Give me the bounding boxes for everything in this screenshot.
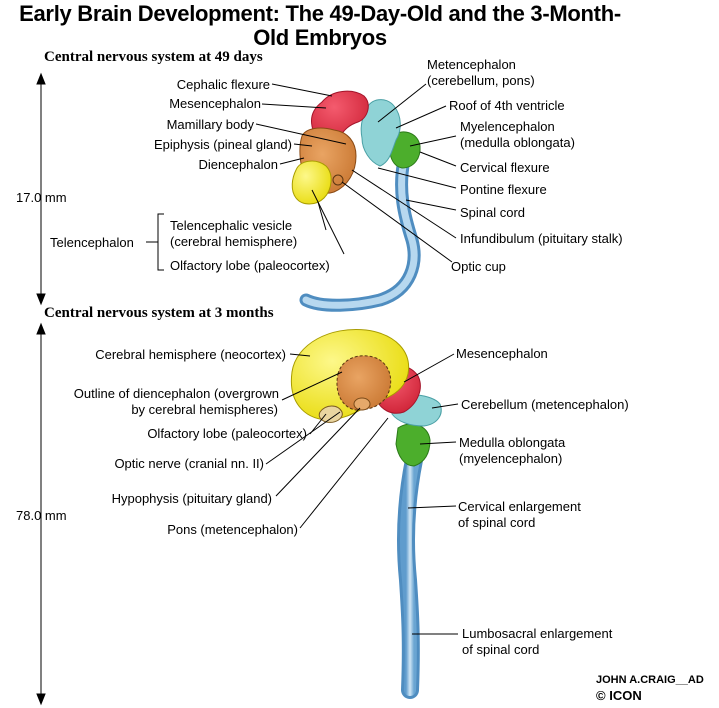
embryo-3-months bbox=[290, 328, 442, 699]
label-roof-4th-ventricle: Roof of 4th ventricle bbox=[449, 98, 565, 113]
artist-signature: JOHN A.CRAIG__AD bbox=[596, 674, 704, 686]
label-mesencephalon-3m: Mesencephalon bbox=[456, 346, 548, 361]
label-outline-diencephalon-2: by cerebral hemispheres) bbox=[131, 402, 278, 417]
label-infundibulum: Infundibulum (pituitary stalk) bbox=[460, 231, 623, 246]
label-cervical-enlargement-2: of spinal cord bbox=[458, 515, 536, 530]
label-metencephalon-2: (cerebellum, pons) bbox=[427, 73, 535, 88]
figure-title: Early Brain Development: The 49-Day-Old … bbox=[0, 2, 640, 50]
title-line-1: Early Brain Development: The 49-Day-Old … bbox=[19, 1, 621, 26]
label-hypophysis: Hypophysis (pituitary gland) bbox=[111, 491, 272, 506]
label-lumbosacral-2: of spinal cord bbox=[462, 642, 540, 657]
label-spinal-cord: Spinal cord bbox=[460, 205, 526, 220]
label-medulla-1: Medulla oblongata bbox=[459, 435, 566, 450]
section-title-49-days: Central nervous system at 49 days bbox=[44, 49, 263, 65]
label-cephalic-flexure: Cephalic flexure bbox=[176, 77, 270, 92]
label-telencephalic-vesicle-1: Telencephalic vesicle bbox=[170, 218, 293, 233]
title-line-2: Old Embryos bbox=[253, 25, 387, 50]
label-mamillary-body: Mamillary body bbox=[166, 117, 254, 132]
section-title-3-months: Central nervous system at 3 months bbox=[44, 305, 274, 321]
label-pontine-flexure: Pontine flexure bbox=[460, 182, 547, 197]
embryo-49-days bbox=[291, 90, 421, 312]
label-myelencephalon-2: (medulla oblongata) bbox=[460, 135, 575, 150]
label-optic-nerve: Optic nerve (cranial nn. II) bbox=[114, 456, 264, 471]
scale-label-3-months: 78.0 mm bbox=[16, 508, 67, 523]
label-olfactory-lobe-49: Olfactory lobe (paleocortex) bbox=[170, 258, 330, 273]
scale-arrow-49-days bbox=[36, 72, 46, 306]
copyright-mark: © bbox=[596, 688, 606, 703]
label-cerebellum: Cerebellum (metencephalon) bbox=[461, 397, 629, 412]
label-olfactory-lobe-3m: Olfactory lobe (paleocortex) bbox=[147, 426, 307, 441]
label-telencephalon: Telencephalon bbox=[50, 235, 134, 250]
label-optic-cup: Optic cup bbox=[451, 259, 506, 274]
label-metencephalon-1: Metencephalon bbox=[427, 57, 516, 72]
scale-label-49-days: 17.0 mm bbox=[16, 190, 67, 205]
label-cervical-enlargement-1: Cervical enlargement bbox=[458, 499, 581, 514]
label-outline-diencephalon-1: Outline of diencephalon (overgrown bbox=[73, 386, 279, 401]
leader-lines-3-months bbox=[265, 353, 459, 635]
label-telencephalic-vesicle-2: (cerebral hemisphere) bbox=[170, 234, 298, 249]
label-myelencephalon-1: Myelencephalon bbox=[460, 119, 555, 134]
label-lumbosacral-1: Lumbosacral enlargement bbox=[462, 626, 613, 641]
scale-arrow-3-months bbox=[36, 322, 46, 706]
label-cerebral-hemisphere: Cerebral hemisphere (neocortex) bbox=[95, 347, 286, 362]
publisher-name: ICON bbox=[609, 688, 642, 703]
label-medulla-2: (myelencephalon) bbox=[459, 451, 563, 466]
publisher-logo: © ICON bbox=[596, 688, 642, 703]
label-diencephalon: Diencephalon bbox=[198, 157, 278, 172]
leader-lines-49-days bbox=[146, 83, 457, 271]
label-cervical-flexure: Cervical flexure bbox=[460, 160, 550, 175]
label-pons: Pons (metencephalon) bbox=[167, 522, 298, 537]
label-mesencephalon-49: Mesencephalon bbox=[169, 96, 261, 111]
label-epiphysis: Epiphysis (pineal gland) bbox=[153, 137, 292, 152]
